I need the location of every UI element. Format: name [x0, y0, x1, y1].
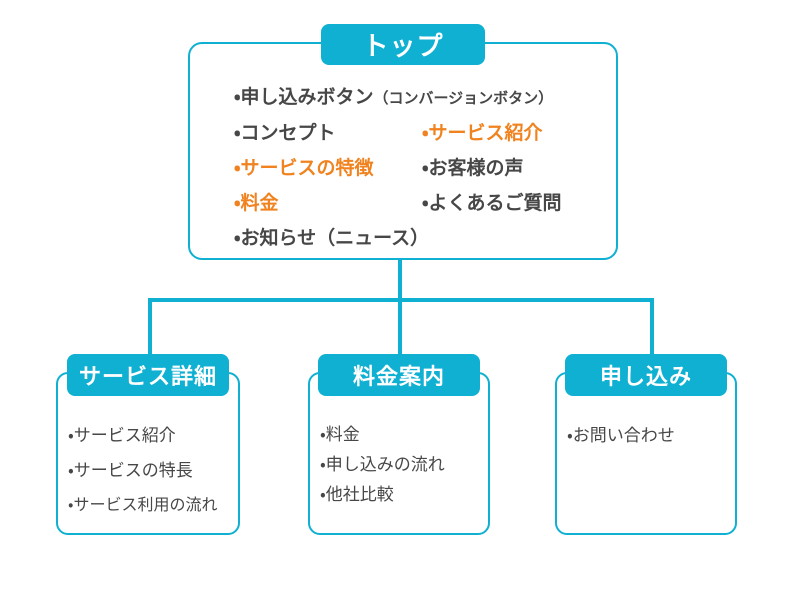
connector-drop-service — [148, 298, 152, 356]
node-service-details-title: サービス詳細 — [67, 354, 229, 396]
service-item-usage-flow: ・サービス利用の流れ — [68, 497, 218, 514]
node-service-details: サービス詳細 ・サービス紹介 ・サービスの特長 ・サービス利用の流れ — [56, 354, 240, 535]
top-item-apply-button-label: ・申し込みボタン — [234, 87, 374, 108]
node-service-details-content: ・サービス紹介 ・サービスの特長 ・サービス利用の流れ — [68, 418, 232, 523]
node-pricing-guide: 料金案内 ・料金 ・申し込みの流れ ・他社比較 — [308, 354, 490, 535]
application-item-contact: ・お問い合わせ — [567, 426, 675, 445]
node-top-title: トップ — [321, 24, 485, 65]
service-item-intro: ・サービス紹介 — [68, 426, 176, 445]
connector-top-vertical — [398, 260, 402, 300]
top-item-price: ・料金 — [234, 193, 279, 214]
top-item-customer-voice: ・お客様の声 — [422, 158, 524, 179]
node-pricing-guide-title: 料金案内 — [318, 354, 480, 396]
top-item-columns: ・コンセプト ・サービスの特徴 ・料金 ・お知らせ（ニュース） ・サービス紹介 … — [234, 116, 606, 256]
node-application-title: 申し込み — [565, 354, 727, 396]
top-item-news: ・お知らせ（ニュース） — [234, 228, 430, 249]
pricing-item-apply-flow: ・申し込みの流れ — [320, 455, 445, 474]
top-item-apply-button: ・申し込みボタン（コンバージョンボタン） — [234, 80, 606, 116]
node-top-content: ・申し込みボタン（コンバージョンボタン） ・コンセプト ・サービスの特徴 ・料金… — [234, 80, 606, 256]
top-items-left-column: ・コンセプト ・サービスの特徴 ・料金 ・お知らせ（ニュース） — [234, 116, 430, 256]
pricing-item-comparison: ・他社比較 — [320, 485, 394, 504]
top-item-faq: ・よくあるご質問 — [422, 193, 562, 214]
node-pricing-guide-content: ・料金 ・申し込みの流れ ・他社比較 — [320, 420, 482, 510]
top-item-service-intro: ・サービス紹介 — [422, 123, 543, 144]
top-item-apply-button-note: （コンバージョンボタン） — [373, 90, 554, 107]
node-application-content: ・お問い合わせ — [567, 418, 729, 453]
connector-drop-apply — [650, 298, 654, 356]
node-top: トップ ・申し込みボタン（コンバージョンボタン） ・コンセプト ・サービスの特徴… — [188, 24, 618, 260]
top-items-right-column: ・サービス紹介 ・お客様の声 ・よくあるご質問 — [422, 116, 606, 256]
top-item-concept: ・コンセプト — [234, 123, 336, 144]
pricing-item-price: ・料金 — [320, 425, 360, 444]
top-item-service-features: ・サービスの特徴 — [234, 158, 374, 179]
service-item-features: ・サービスの特長 — [68, 461, 193, 480]
connector-drop-pricing — [398, 298, 402, 356]
node-application: 申し込み ・お問い合わせ — [555, 354, 737, 535]
